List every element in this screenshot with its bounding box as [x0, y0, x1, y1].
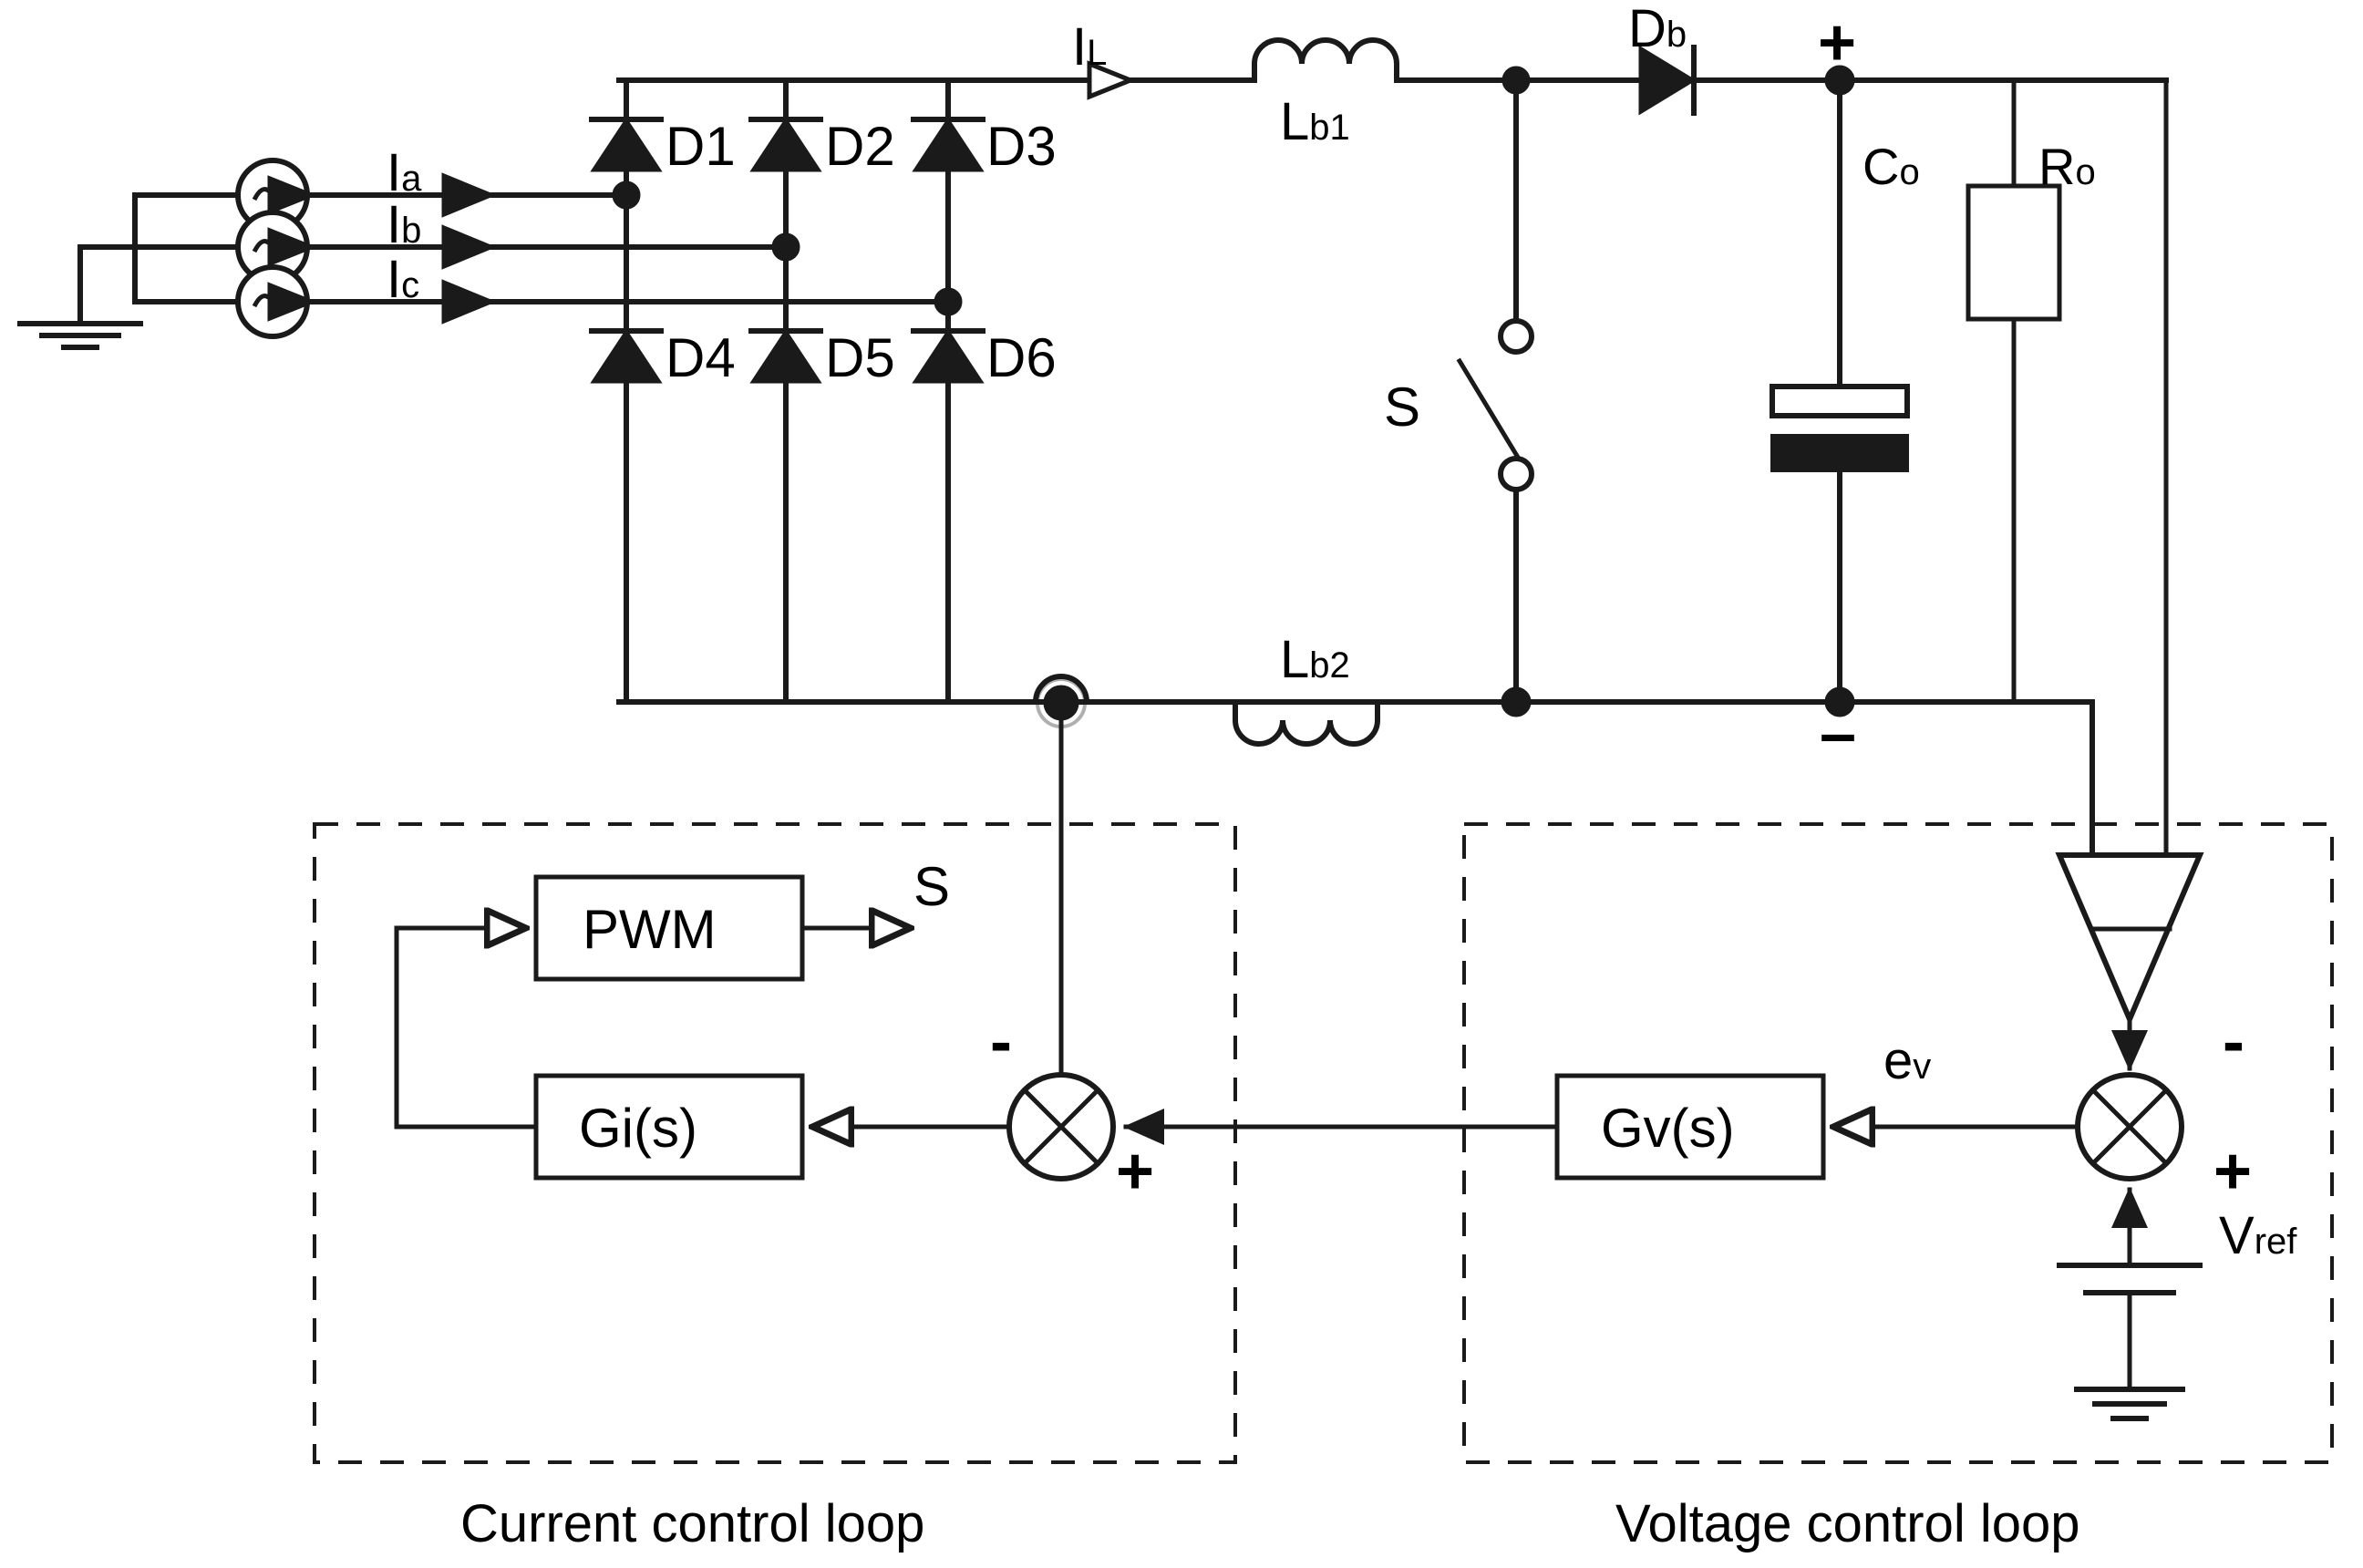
diode-d1	[589, 117, 664, 172]
label-block-gi: Gi(s)	[579, 1098, 697, 1159]
label-voltage-loop-title: Voltage control loop	[1615, 1494, 2080, 1553]
switch-s[interactable]	[1456, 77, 1534, 703]
diode-d6	[911, 328, 985, 384]
label-sum-current-plus: +	[1116, 1135, 1155, 1208]
label-diode-d5: D5	[825, 327, 895, 388]
gi-to-pwm-wire	[394, 928, 539, 1130]
vref-ground-icon	[2074, 1387, 2185, 1421]
label-current-ia: Ia	[387, 143, 422, 202]
resistor-ro-icon	[1966, 77, 2062, 705]
label-current-ib: Ib	[387, 195, 422, 254]
label-current-loop-title: Current control loop	[460, 1494, 925, 1553]
inductor-lb2-icon	[1087, 699, 1516, 747]
label-diode-db: Db	[1628, 0, 1687, 58]
label-sum-current-minus: -	[990, 1006, 1012, 1078]
phase-c-line	[267, 282, 951, 322]
voltage-loop-box	[1462, 822, 2334, 1464]
current-loop-box	[313, 822, 1237, 1464]
diode-d4	[589, 328, 664, 384]
source-neutral-bus	[77, 192, 242, 304]
label-diode-d1: D1	[666, 116, 736, 177]
node-phase-b	[771, 232, 800, 262]
label-sum-voltage-plus: +	[2213, 1135, 2253, 1208]
label-diode-d6: D6	[986, 327, 1057, 388]
block-gv[interactable]	[1554, 1073, 1826, 1181]
label-diode-d2: D2	[825, 116, 895, 177]
label-capacitor-co: Co	[1863, 138, 1920, 195]
label-inductor-current-il: IL	[1072, 17, 1108, 77]
node-phase-a	[612, 181, 641, 210]
label-diode-d4: D4	[666, 327, 736, 388]
il-arrow-icon	[1087, 60, 1137, 100]
node-phase-c	[934, 287, 963, 316]
source-ground-icon	[17, 244, 143, 350]
label-block-gv: Gv(s)	[1601, 1098, 1735, 1159]
capacitor-co-icon	[1770, 77, 1910, 703]
vref-source	[2057, 1186, 2203, 1392]
label-output-plus: +	[1818, 6, 1857, 79]
block-pwm[interactable]	[533, 874, 805, 982]
diode-d3	[911, 117, 985, 172]
voltage-sensor-icon	[2055, 852, 2204, 1026]
diode-d5	[748, 328, 823, 384]
label-pwm-output-s: S	[913, 856, 951, 917]
phase-current-arrowheads	[441, 172, 497, 325]
phase-b-line	[267, 227, 789, 267]
label-current-ic: Ic	[387, 250, 420, 309]
label-output-minus: –	[1820, 697, 1857, 770]
label-vref: Vref	[2219, 1206, 2297, 1265]
label-sum-voltage-minus: -	[2223, 1006, 2244, 1078]
label-inductor-lb1: Lb1	[1280, 92, 1350, 151]
diode-d2	[748, 117, 823, 172]
label-resistor-ro: Ro	[2038, 138, 2096, 195]
label-inductor-lb2: Lb2	[1280, 630, 1350, 689]
label-switch-s: S	[1384, 377, 1421, 438]
label-error-ev: ev	[1883, 1031, 1932, 1090]
inductor-lb1-icon	[1244, 37, 1409, 83]
label-diode-d3: D3	[986, 116, 1057, 177]
summing-junction-current	[1006, 1072, 1116, 1181]
summing-junction-voltage	[2075, 1072, 2184, 1181]
label-block-pwm: PWM	[583, 899, 717, 960]
